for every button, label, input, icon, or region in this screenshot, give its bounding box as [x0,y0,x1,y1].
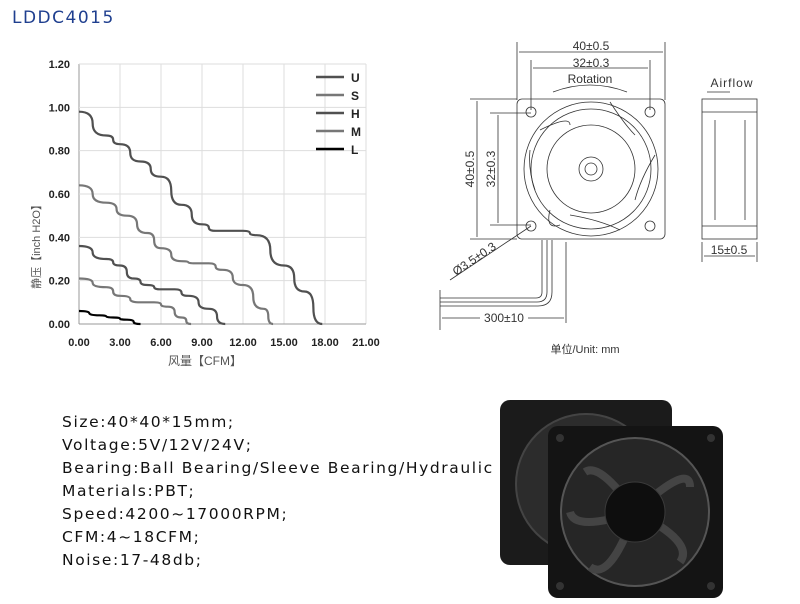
spec-materials: Materials:PBT; [62,482,196,500]
fan-photo-front [548,426,723,598]
dim-height-hole: 32±0.3 [484,150,498,187]
spec-voltage: Voltage:5V/12V/24V; [62,436,253,454]
chart-grid [78,63,367,325]
product-photo [500,400,723,598]
x-tick-label: 21.00 [352,337,380,349]
unit-label: 单位/Unit: mm [550,342,619,356]
spec-noise: Noise:17-48db; [62,551,203,569]
series-line-U [78,110,323,326]
dim-width-outer: 40±0.5 [573,39,610,53]
pq-chart: 0.00 3.00 6.00 9.00 12.00 15.00 18.00 21.00 0.00… [29,59,380,368]
airflow-label: Airflow [710,76,753,90]
x-tick-label: 0.00 [68,337,89,349]
x-tick-label: 3.00 [109,337,130,349]
legend-label-U: U [351,71,360,85]
y-tick-label: 1.00 [49,102,70,114]
series-line-M [78,277,192,326]
y-tick-label: 0.40 [49,232,70,244]
y-tick-label: 1.20 [49,59,70,71]
dimension-drawing: 40±0.5 32±0.3 Rotation Airflow 40±0.5 32… [439,39,758,356]
spec-size: Size:40*40*15mm; [62,413,235,431]
fan-frame-side [701,98,758,240]
series-line-L [78,309,141,326]
spec-speed: Speed:4200~17000RPM; [62,505,289,523]
y-tick-label: 0.60 [49,189,70,201]
fan-frame-front [516,98,666,240]
y-tick-label: 0.80 [49,146,70,158]
dim-hole-diameter: Ø3.5±0.3 [450,239,499,278]
legend-label-L: L [351,143,358,157]
x-axis-label: 风量【CFM】 [168,354,242,368]
dim-height-outer: 40±0.5 [463,150,477,187]
spec-bearing: Bearing:Ball Bearing/Sleeve Bearing/Hydr… [62,459,494,477]
x-tick-label: 15.00 [270,337,298,349]
dim-cable-length: 300±10 [484,311,524,325]
legend-label-H: H [351,107,360,121]
spec-cfm: CFM:4~18CFM; [62,528,201,546]
x-tick-label: 12.00 [229,337,257,349]
dim-width-hole: 32±0.3 [573,56,610,70]
y-tick-label: 0.20 [49,276,70,288]
dim-thickness: 15±0.5 [711,243,748,257]
series-line-H [78,244,226,326]
x-tick-label: 9.00 [191,337,212,349]
legend-label-S: S [351,89,359,103]
legend-label-M: M [351,125,361,139]
rotation-label: Rotation [568,72,613,86]
chart-ticks: 0.00 3.00 6.00 9.00 12.00 15.00 18.00 21.00 0.00… [49,59,380,349]
model-title: LDDC4015 [12,8,115,28]
chart-series [78,110,323,326]
x-tick-label: 6.00 [150,337,171,349]
y-axis-label: 静压【inch H2O】 [29,199,43,289]
x-tick-label: 18.00 [311,337,339,349]
series-line-S [78,184,274,326]
fan-hub [546,124,636,214]
y-tick-label: 0.00 [49,319,70,331]
